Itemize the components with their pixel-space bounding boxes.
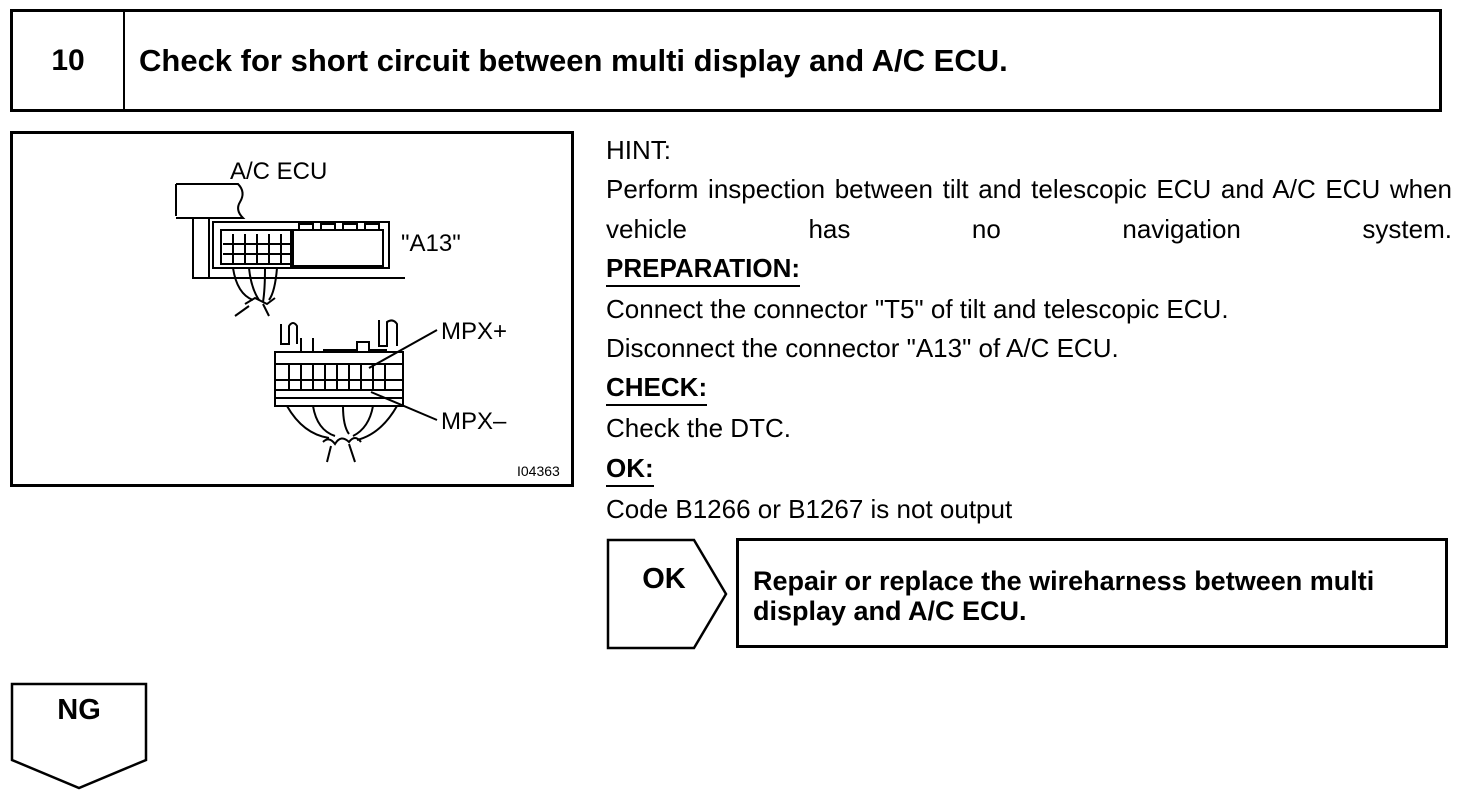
- step-header: 10 Check for short circuit between multi…: [10, 9, 1442, 112]
- check-heading: CHECK:: [606, 370, 708, 407]
- ok-result-text: Repair or replace the wireharness betwee…: [753, 566, 1375, 626]
- ng-label: NG: [57, 694, 101, 726]
- ok-label: OK: [642, 563, 686, 595]
- ok-result-box: Repair or replace the wireharness betwee…: [736, 538, 1448, 648]
- ok-text: Code B1266 or B1267 is not output: [606, 493, 1013, 524]
- figure-id: I04363: [517, 463, 560, 479]
- connector-diagram: A/C ECU "A13" MPX+ MPX– I04363: [10, 131, 574, 487]
- preparation-line: Connect the connector "T5" of tilt and t…: [606, 293, 1229, 324]
- ecu-label: A/C ECU: [230, 158, 328, 185]
- step-number: 10: [13, 12, 125, 109]
- check-text: Check the DTC.: [606, 413, 791, 444]
- preparation-line: Disconnect the connector "A13" of A/C EC…: [606, 333, 1119, 364]
- step-title: Check for short circuit between multi di…: [139, 43, 1008, 78]
- connector-label: "A13": [401, 230, 461, 257]
- ok-arrow-icon: [606, 538, 728, 650]
- instruction-text: HINT: Perform inspection between tilt an…: [606, 131, 1452, 529]
- mpx-minus-label: MPX–: [441, 408, 507, 435]
- preparation-heading: PREPARATION:: [606, 251, 801, 287]
- mpx-plus-label: MPX+: [441, 318, 508, 345]
- ng-arrow-icon: [10, 682, 148, 790]
- hint-text: Perform inspection between tilt and tele…: [606, 174, 1452, 244]
- connector-drawing: [175, 183, 438, 463]
- ok-heading: OK:: [606, 451, 654, 487]
- hint-heading: HINT:: [606, 135, 671, 165]
